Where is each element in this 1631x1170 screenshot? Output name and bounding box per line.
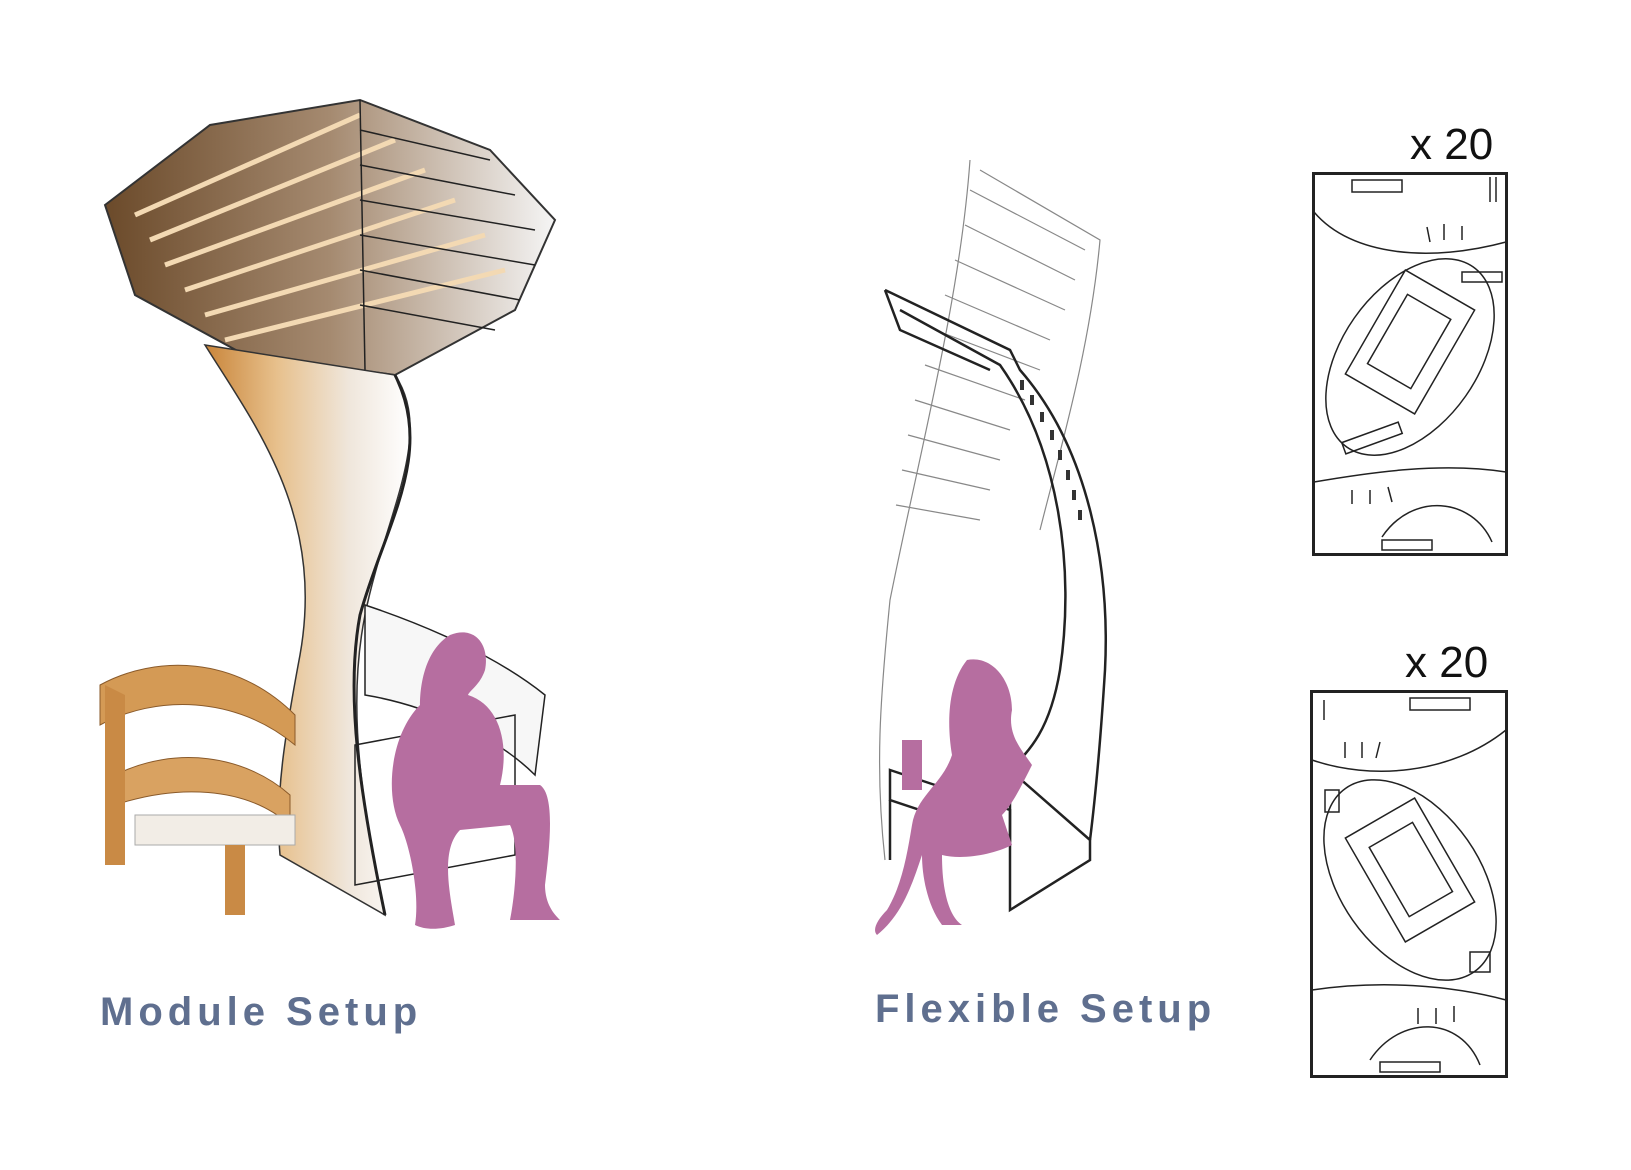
module-setup-illustration [95,95,575,975]
seated-person-silhouette-icon [875,659,1032,935]
seated-person-silhouette-icon [391,632,560,929]
cnc-cut-sheet-icon [1312,172,1508,556]
cut-sheet-top [1312,172,1508,556]
module-setup-caption: Module Setup [100,990,423,1034]
cut-sheet-quantity-bottom: x 20 [1405,638,1489,687]
cnc-cut-sheet-icon [1310,690,1508,1078]
cut-sheet-bottom [1310,690,1508,1078]
cut-sheet-quantity-top: x 20 [1410,120,1494,169]
flexible-setup-caption: Flexible Setup [875,987,1217,1031]
spiral-pavilion-render-icon [99,98,557,917]
flexible-pavilion-line-drawing-icon [878,159,1107,913]
flexible-setup-illustration [860,150,1120,950]
